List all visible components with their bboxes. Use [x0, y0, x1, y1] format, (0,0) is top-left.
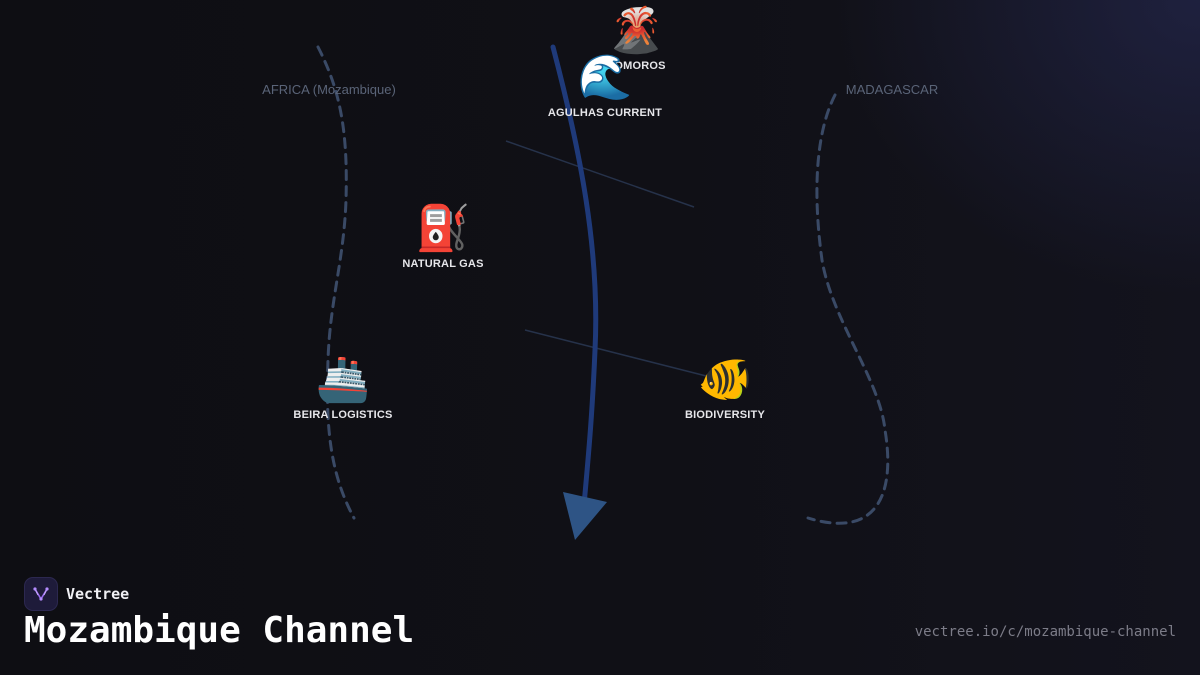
node-label-agulhas-current: AGULHAS CURRENT: [547, 107, 663, 119]
page-title: Mozambique Channel: [24, 610, 415, 651]
page-url[interactable]: vectree.io/c/mozambique-channel: [914, 624, 1176, 640]
volcano-icon: 🌋: [608, 5, 664, 56]
node-label-comoros: COMOROS: [606, 60, 666, 72]
node-comoros[interactable]: 🌋 COMOROS: [606, 5, 666, 73]
node-label-natural-gas: NATURAL GAS: [402, 258, 484, 270]
brand[interactable]: Vectree: [24, 577, 129, 611]
madagascar-coastline: [806, 93, 890, 525]
connector-line: [524, 329, 723, 381]
region-label-africa: AFRICA (Mozambique): [262, 82, 396, 97]
vectree-logo-icon: [24, 577, 58, 611]
ship-icon: 🚢: [315, 354, 371, 405]
africa-coastline: [316, 45, 356, 520]
node-label-biodiversity: BIODIVERSITY: [684, 409, 766, 421]
node-agulhas-current[interactable]: 🌊 AGULHAS CURRENT: [547, 52, 663, 120]
region-label-madagascar: MADAGASCAR: [845, 82, 939, 97]
brand-name: Vectree: [66, 585, 130, 603]
node-label-beira-logistics: BEIRA LOGISTICS: [293, 409, 393, 421]
wave-icon: 🌊: [577, 52, 633, 103]
current-arrowhead: [563, 492, 607, 540]
agulhas-current-arrow: [550, 44, 599, 508]
fish-icon: 🐠: [697, 354, 753, 405]
node-biodiversity[interactable]: 🐠 BIODIVERSITY: [684, 354, 766, 422]
fuel-pump-icon: ⛽: [415, 203, 471, 254]
node-natural-gas[interactable]: ⛽ NATURAL GAS: [402, 203, 484, 271]
connector-line: [505, 140, 695, 208]
node-beira-logistics[interactable]: 🚢 BEIRA LOGISTICS: [293, 354, 393, 422]
